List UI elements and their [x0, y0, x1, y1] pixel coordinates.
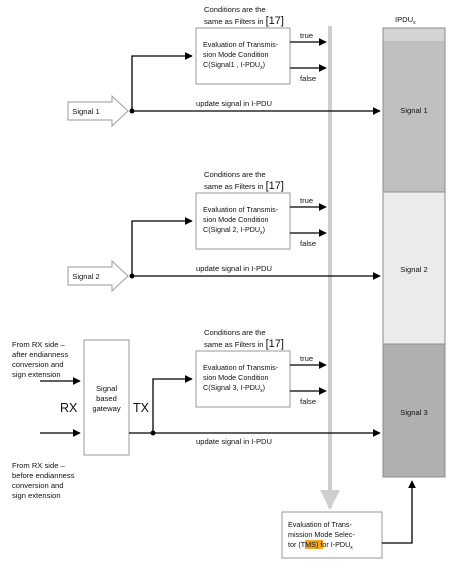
- eval-box-3-line2: sion Mode Condition: [203, 373, 269, 382]
- signal3-to-eval-line: [152, 375, 193, 433]
- rx-before-line2: before endianness: [12, 471, 75, 480]
- true-label-3: true: [300, 354, 313, 363]
- gateway-line2: based: [96, 394, 117, 403]
- cond-note-1-line1: Conditions are the: [204, 5, 266, 14]
- signal3-junction: [150, 430, 156, 436]
- rx-after-line3: conversion and: [12, 360, 64, 369]
- ipdu-label-signal1: Signal 1: [400, 106, 427, 115]
- rx-after-line1: From RX side –: [12, 340, 66, 349]
- signal2-to-eval-line: [131, 217, 193, 276]
- signal-gateway-box: [83, 339, 130, 456]
- tms-evaluation-box: [281, 511, 383, 559]
- signal1-input-arrow: [67, 94, 129, 128]
- rx-before-line1: From RX side –: [12, 461, 66, 470]
- ipdu-segment-signal3: [383, 344, 445, 477]
- true-label-2: true: [300, 196, 313, 205]
- rx-label: RX: [60, 401, 78, 415]
- tms-line3: tor (TMS) for I-PDUx: [288, 540, 353, 551]
- gateway-line3: gateway: [92, 404, 120, 413]
- signal2-input-arrow: [67, 259, 129, 293]
- tms-line2: mission Mode Selec-: [288, 530, 355, 539]
- eval-box-2-line3: C(Signal 2, I-PDUx): [203, 225, 265, 236]
- ipdu-frame: [382, 27, 446, 478]
- signal2-input-label: Signal 2: [72, 272, 99, 281]
- cond-note-2-line1: Conditions are the: [204, 170, 266, 179]
- ipdu-segment-signal1: [383, 28, 445, 192]
- rx-before-line4: sign extension: [12, 491, 61, 500]
- signal2-junction: [129, 273, 135, 279]
- ipdu-segment-signal2: [383, 192, 445, 344]
- ipdu-header: IPDUx: [395, 15, 416, 26]
- update-label-1: update signal in I-PDU: [196, 99, 272, 108]
- eval-box-1-line3: C(Signal1 , I-PDUx): [203, 60, 265, 71]
- eval-box-1-line2: sion Mode Condition: [203, 50, 269, 59]
- rx-after-line4: sign extension: [12, 370, 61, 379]
- tms-line1: Evaluation of Trans-: [288, 520, 353, 529]
- gateway-line1: Signal: [96, 384, 117, 393]
- rx-after-line2: after endianness: [12, 350, 68, 359]
- eval-box-2: [195, 192, 291, 250]
- false-label-1: false: [300, 74, 316, 83]
- false-label-3: false: [300, 397, 316, 406]
- update-label-3: update signal in I-PDU: [196, 437, 272, 446]
- false-label-2: false: [300, 239, 316, 248]
- eval-box-3-line3: C(Signal 3, I-PDUx): [203, 383, 265, 394]
- cond-note-2-line2: same as Filters in [17]: [204, 180, 284, 192]
- eval-box-2-line2: sion Mode Condition: [203, 215, 269, 224]
- tms-to-ipdu-arrow: [382, 480, 416, 544]
- cond-note-3-line2: same as Filters in [17]: [204, 338, 284, 350]
- eval-box-1: [195, 27, 291, 85]
- update-label-2: update signal in I-PDU: [196, 264, 272, 273]
- eval-box-1-line1: Evaluation of Transmis-: [203, 40, 279, 49]
- cond-note-1-line2: same as Filters in [17]: [204, 15, 284, 27]
- tms-highlight: [305, 540, 323, 549]
- eval-box-3-line1: Evaluation of Transmis-: [203, 363, 279, 372]
- tx-label: TX: [133, 401, 150, 415]
- eval-box-2-line1: Evaluation of Transmis-: [203, 205, 279, 214]
- signal1-to-eval-line: [131, 52, 193, 111]
- signal1-input-label: Signal 1: [72, 107, 99, 116]
- ipdu-header-band: [383, 28, 445, 41]
- signal1-junction: [129, 108, 135, 114]
- cond-note-3-line1: Conditions are the: [204, 328, 266, 337]
- eval-box-3: [195, 350, 291, 408]
- ipdu-label-signal2: Signal 2: [400, 265, 427, 274]
- ipdu-label-signal3: Signal 3: [400, 408, 427, 417]
- rx-before-line3: conversion and: [12, 481, 64, 490]
- true-label-1: true: [300, 31, 313, 40]
